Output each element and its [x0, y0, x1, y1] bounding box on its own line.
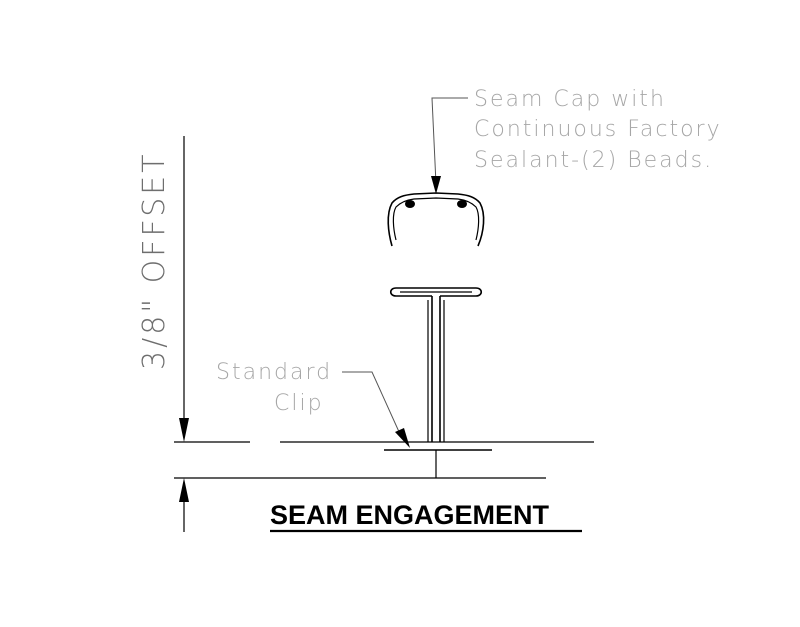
standard-clip-callout-line-2: Clip: [274, 391, 324, 416]
seam-cap-outline: [387, 192, 485, 247]
seam-cap-callout-line-2: Continuous Factory: [474, 117, 722, 142]
offset-dimension: 3/8" OFFSET: [137, 136, 189, 532]
seam-cap-leader-line: [431, 97, 468, 185]
seam-cap-callout: Seam Cap with Continuous Factory Sealant…: [431, 87, 722, 194]
seam-cap-inner: [392, 197, 480, 241]
standard-clip-leader-arrow: [395, 428, 410, 448]
standing-seam: [384, 287, 492, 478]
standard-clip-callout-line-1: Standard: [216, 360, 332, 385]
dimension-arrow-down: [179, 418, 189, 442]
standard-clip-callout: Standard Clip: [216, 360, 410, 448]
standard-clip-leader-line: [342, 371, 401, 435]
sealant-bead-right: [457, 200, 467, 208]
sealant-bead-left: [405, 200, 415, 208]
panel-lines: [174, 441, 594, 479]
seam-top-hem: [389, 287, 483, 297]
seam-cap-leader-arrow: [431, 176, 441, 194]
diagram-title: SEAM ENGAGEMENT: [270, 500, 582, 533]
seam-cap: [387, 192, 485, 247]
dimension-arrow-up: [179, 478, 189, 502]
offset-dimension-label: 3/8" OFFSET: [137, 151, 172, 370]
seam-cap-callout-line-3: Sealant-(2) Beads.: [474, 148, 713, 173]
seam-cap-callout-line-1: Seam Cap with: [474, 87, 666, 112]
title-text: SEAM ENGAGEMENT: [270, 500, 550, 530]
